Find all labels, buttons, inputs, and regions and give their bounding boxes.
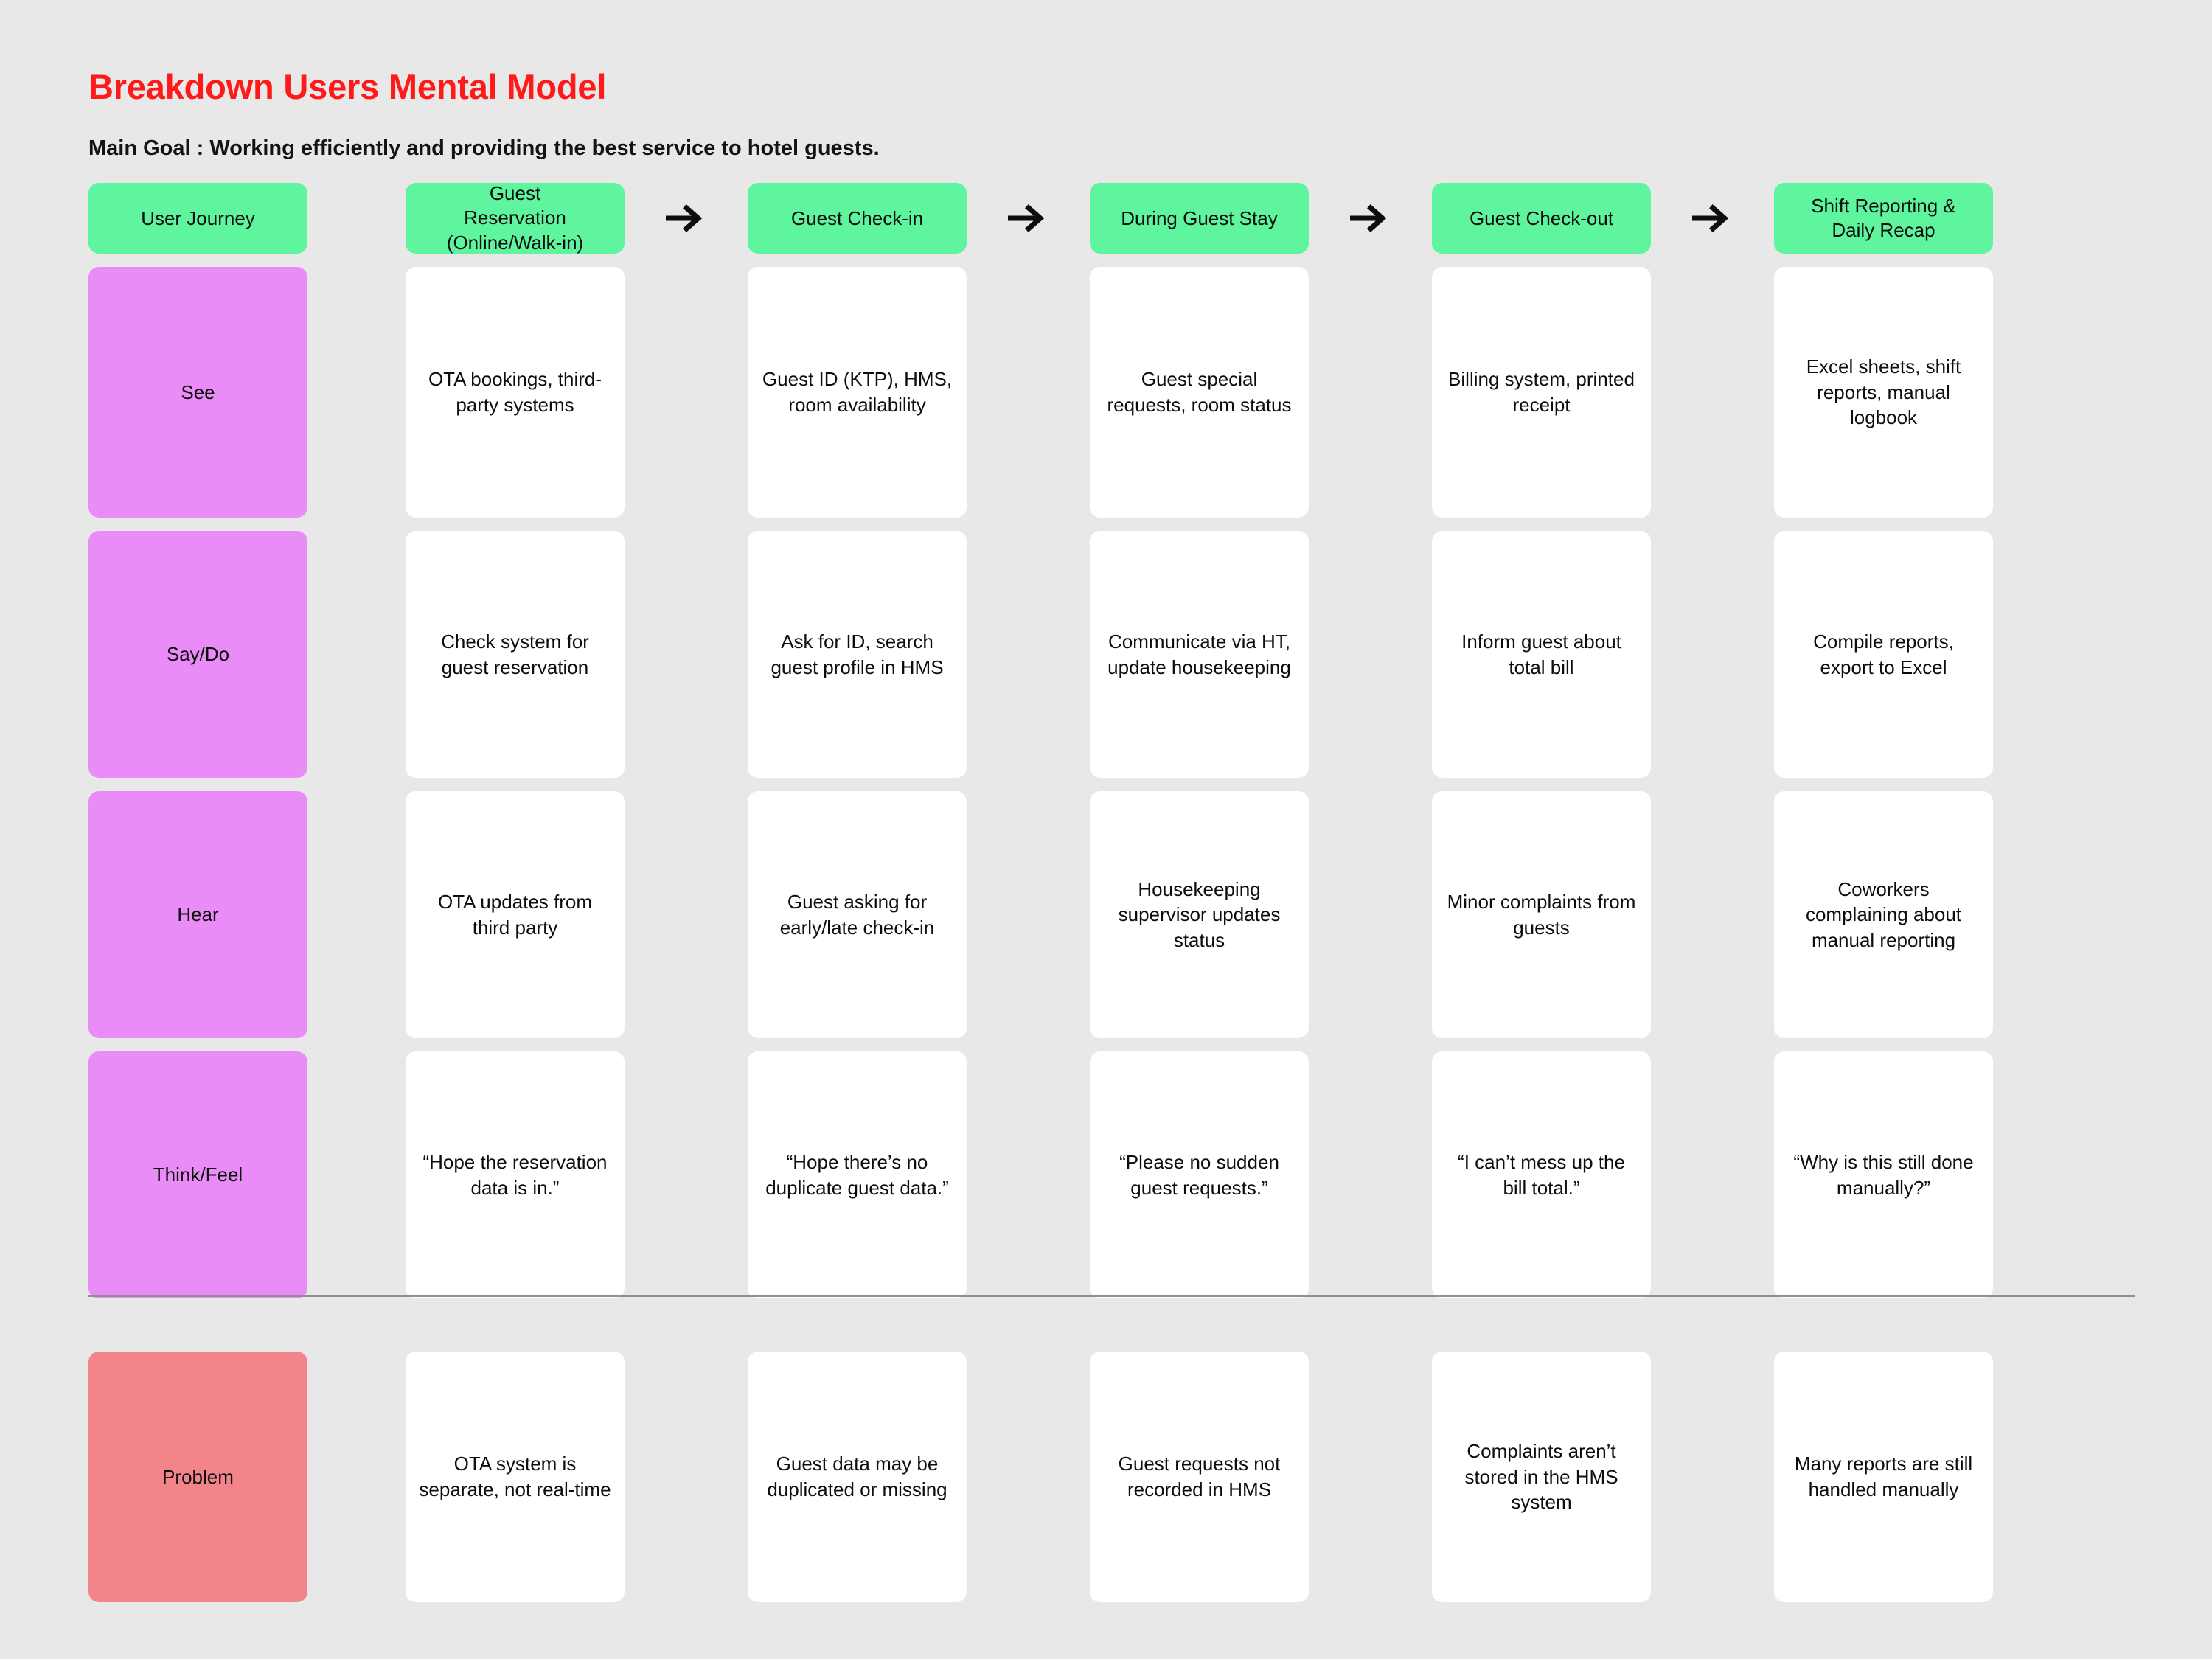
- cell-see-reporting: Excel sheets, shift reports, manual logb…: [1774, 267, 1993, 518]
- cell-text: Ask for ID, search guest profile in HMS: [748, 531, 967, 778]
- row-label-hear: Hear: [88, 791, 307, 1038]
- row-label-think-feel: Think/Feel: [88, 1051, 307, 1298]
- cell-text: OTA bookings, third-party systems: [406, 267, 625, 518]
- cell-text: “Please no sudden guest requests.”: [1090, 1051, 1309, 1298]
- cell-problem-stay: Guest requests not recorded in HMS: [1090, 1352, 1309, 1602]
- cell-think-stay: “Please no sudden guest requests.”: [1090, 1051, 1309, 1298]
- stage-header-reporting: Shift Reporting & Daily Recap: [1774, 183, 1993, 254]
- cell-text: Guest requests not recorded in HMS: [1090, 1352, 1309, 1602]
- cell-problem-checkout: Complaints aren’t stored in the HMS syst…: [1432, 1352, 1651, 1602]
- cell-see-checkin: Guest ID (KTP), HMS, room availability: [748, 267, 967, 518]
- cell-hear-stay: Housekeeping supervisor updates status: [1090, 791, 1309, 1038]
- table-row: See OTA bookings, third-party systems Gu…: [88, 267, 2135, 518]
- section-divider: [88, 1295, 2135, 1297]
- cell-see-checkout: Billing system, printed receipt: [1432, 267, 1651, 518]
- row-label-say-do: Say/Do: [88, 531, 307, 778]
- cell-problem-reservation: OTA system is separate, not real-time: [406, 1352, 625, 1602]
- cell-think-checkout: “I can’t mess up the bill total.”: [1432, 1051, 1651, 1298]
- page-title: Breakdown Users Mental Model: [88, 67, 607, 106]
- stage-header-reservation: Guest Reservation (Online/Walk-in): [406, 182, 625, 254]
- stage-header-checkin: Guest Check-in: [748, 183, 967, 254]
- cell-hear-checkout: Minor complaints from guests: [1432, 791, 1651, 1038]
- cell-text: Check system for guest reservation: [406, 531, 625, 778]
- stage-header-reservation-line2: Reservation: [464, 206, 566, 229]
- cell-text: Housekeeping supervisor updates status: [1090, 791, 1309, 1038]
- cell-saydo-checkout: Inform guest about total bill: [1432, 531, 1651, 778]
- cell-text: Complaints aren’t stored in the HMS syst…: [1432, 1352, 1651, 1602]
- table-row: Hear OTA updates from third party Guest …: [88, 791, 2135, 1038]
- table-row: Think/Feel “Hope the reservation data is…: [88, 1051, 2135, 1298]
- stage-header-user-journey: User Journey: [88, 183, 307, 254]
- main-goal-text: Main Goal : Working efficiently and prov…: [88, 136, 880, 160]
- cell-text: “Hope there’s no duplicate guest data.”: [748, 1051, 967, 1298]
- cell-text: Guest ID (KTP), HMS, room availability: [748, 267, 967, 518]
- stage-header-reservation-line1: Guest: [489, 182, 541, 205]
- cell-saydo-reporting: Compile reports, export to Excel: [1774, 531, 1993, 778]
- cell-hear-reporting: Coworkers complaining about manual repor…: [1774, 791, 1993, 1038]
- cell-problem-reporting: Many reports are still handled manually: [1774, 1352, 1993, 1602]
- cell-problem-checkin: Guest data may be duplicated or missing: [748, 1352, 967, 1602]
- cell-text: Inform guest about total bill: [1432, 531, 1651, 778]
- cell-saydo-stay: Communicate via HT, update housekeeping: [1090, 531, 1309, 778]
- cell-text: Coworkers complaining about manual repor…: [1774, 791, 1993, 1038]
- row-label-see-box: See: [88, 267, 307, 518]
- table-row: Say/Do Check system for guest reservatio…: [88, 531, 2135, 778]
- arrow-right-icon: [1007, 202, 1049, 234]
- stage-header-checkin-box: Guest Check-in: [748, 183, 967, 254]
- cell-text: OTA system is separate, not real-time: [406, 1352, 625, 1602]
- journey-grid: User Journey Guest Reservation (Online/W…: [88, 182, 2135, 1602]
- cell-text: Many reports are still handled manually: [1774, 1352, 1993, 1602]
- cell-text: Compile reports, export to Excel: [1774, 531, 1993, 778]
- stage-header-checkout: Guest Check-out: [1432, 183, 1651, 254]
- cell-think-reporting: “Why is this still done manually?”: [1774, 1051, 1993, 1298]
- cell-text: Guest special requests, room status: [1090, 267, 1309, 518]
- stage-header-reporting-box: Shift Reporting & Daily Recap: [1774, 183, 1993, 254]
- row-label-see: See: [88, 267, 307, 518]
- cell-think-checkin: “Hope there’s no duplicate guest data.”: [748, 1051, 967, 1298]
- stage-header-reservation-line3: (Online/Walk-in): [446, 231, 584, 254]
- cell-see-stay: Guest special requests, room status: [1090, 267, 1309, 518]
- row-label-hear-box: Hear: [88, 791, 307, 1038]
- row-label-say-do-box: Say/Do: [88, 531, 307, 778]
- stage-header-stay: During Guest Stay: [1090, 183, 1309, 254]
- arrow-right-icon: [1349, 202, 1391, 234]
- stage-header-row: User Journey Guest Reservation (Online/W…: [88, 182, 2135, 254]
- cell-saydo-reservation: Check system for guest reservation: [406, 531, 625, 778]
- cell-hear-checkin: Guest asking for early/late check-in: [748, 791, 967, 1038]
- stage-header-reporting-line2: Daily Recap: [1832, 219, 1935, 241]
- cell-see-reservation: OTA bookings, third-party systems: [406, 267, 625, 518]
- stage-header-stay-box: During Guest Stay: [1090, 183, 1309, 254]
- cell-text: Excel sheets, shift reports, manual logb…: [1774, 267, 1993, 518]
- cell-text: Guest data may be duplicated or missing: [748, 1352, 967, 1602]
- cell-text: Billing system, printed receipt: [1432, 267, 1651, 518]
- cell-text: “Hope the reservation data is in.”: [406, 1051, 625, 1298]
- cell-text: Communicate via HT, update housekeeping: [1090, 531, 1309, 778]
- cell-text: “I can’t mess up the bill total.”: [1432, 1051, 1651, 1298]
- cell-text: Minor complaints from guests: [1432, 791, 1651, 1038]
- table-row: Problem OTA system is separate, not real…: [88, 1352, 2135, 1602]
- cell-saydo-checkin: Ask for ID, search guest profile in HMS: [748, 531, 967, 778]
- row-label-problem-box: Problem: [88, 1352, 307, 1602]
- stage-header-reservation-box: Guest Reservation (Online/Walk-in): [406, 182, 625, 254]
- row-label-problem: Problem: [88, 1352, 307, 1602]
- cell-text: Guest asking for early/late check-in: [748, 791, 967, 1038]
- row-label-think-feel-box: Think/Feel: [88, 1051, 307, 1298]
- cell-hear-reservation: OTA updates from third party: [406, 791, 625, 1038]
- arrow-right-icon: [665, 202, 707, 234]
- stage-header-label: User Journey: [88, 183, 307, 254]
- cell-text: “Why is this still done manually?”: [1774, 1051, 1993, 1298]
- stage-header-reporting-line1: Shift Reporting &: [1811, 194, 1956, 217]
- cell-think-reservation: “Hope the reservation data is in.”: [406, 1051, 625, 1298]
- stage-header-checkout-box: Guest Check-out: [1432, 183, 1651, 254]
- cell-text: OTA updates from third party: [406, 791, 625, 1038]
- arrow-right-icon: [1691, 202, 1733, 234]
